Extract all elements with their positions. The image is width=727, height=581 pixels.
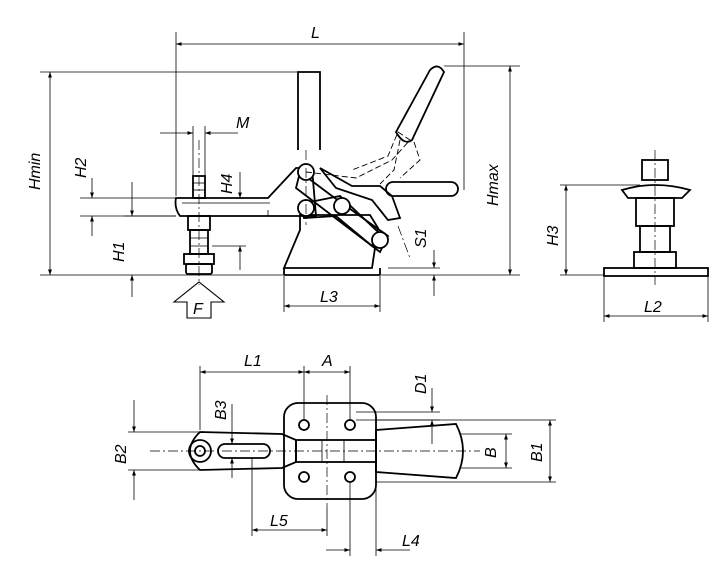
lower-link xyxy=(298,195,380,248)
label-H2: H2 xyxy=(73,157,90,178)
mounting-hole xyxy=(298,471,310,483)
label-Hmin: Hmin xyxy=(27,153,44,190)
mounting-hole xyxy=(298,419,310,431)
label-A: A xyxy=(321,353,333,370)
label-B3: B3 xyxy=(213,400,230,420)
label-L1: L1 xyxy=(244,353,262,370)
label-Hmax: Hmax xyxy=(485,163,502,206)
top-view-dimensions xyxy=(128,366,556,556)
pivot-middle xyxy=(333,197,351,215)
front-view xyxy=(560,150,709,322)
force-arrow xyxy=(172,281,226,319)
label-H4: H4 xyxy=(219,173,236,194)
dimension-labels: L M Hmin Hmax H2 H1 H4 S1 L3 F H3 L2 L1 … xyxy=(27,25,662,550)
top-handle xyxy=(375,423,464,479)
side-view xyxy=(174,65,459,285)
label-L3: L3 xyxy=(320,289,338,306)
connecting-link xyxy=(294,170,390,254)
front-arm xyxy=(620,184,692,199)
label-L5: L5 xyxy=(270,513,288,530)
base-plate xyxy=(282,214,379,269)
label-S1: S1 xyxy=(413,228,430,248)
side-view-dimensions xyxy=(40,32,520,319)
handle-upright-outline xyxy=(297,71,321,150)
label-B: B xyxy=(483,447,500,458)
handle-lever xyxy=(319,167,402,221)
front-base xyxy=(603,267,709,277)
label-B1: B1 xyxy=(529,442,546,462)
label-H3: H3 xyxy=(545,225,562,246)
label-D1: D1 xyxy=(413,374,430,394)
label-H1: H1 xyxy=(111,242,128,262)
top-view xyxy=(150,395,480,508)
mounting-hole xyxy=(344,471,356,483)
pivot-end xyxy=(371,231,389,249)
label-L: L xyxy=(311,25,320,42)
label-L4: L4 xyxy=(402,533,420,550)
label-F: F xyxy=(193,301,204,318)
label-B2: B2 xyxy=(113,444,130,464)
handle-open-phantom xyxy=(305,131,411,179)
label-L2: L2 xyxy=(644,299,662,316)
label-M: M xyxy=(236,115,250,132)
mounting-hole xyxy=(344,419,356,431)
handle-grip xyxy=(385,181,459,197)
handle-open-grip xyxy=(394,65,446,143)
